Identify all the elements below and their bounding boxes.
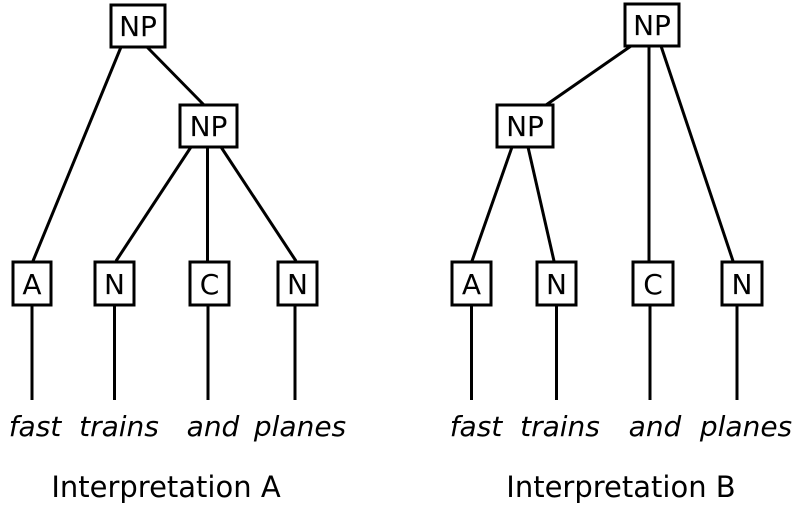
edge-root-to-a (31, 46, 123, 262)
word-trains: trains (79, 410, 159, 443)
node-label-a: A (462, 268, 481, 301)
edge-root-to-np2 (145, 45, 206, 107)
node-label-inner-np: NP (190, 110, 228, 143)
node-box-n1 (535, 260, 578, 307)
edge-root-to-np2 (545, 44, 632, 107)
node-box-root-np (109, 3, 167, 49)
word-and: and (187, 410, 240, 443)
node-label-n2: N (287, 268, 308, 301)
edge-np2-to-n2 (219, 146, 298, 262)
edge-root-to-n2 (659, 45, 735, 262)
word-trains: trains (520, 410, 600, 443)
edge-np2-to-n1 (526, 146, 556, 262)
node-label-c: C (643, 268, 663, 301)
node-box-inner-np (178, 103, 239, 149)
word-fast: fast (450, 410, 504, 443)
edge-np2-to-n1 (114, 146, 193, 262)
word-and: and (629, 410, 682, 443)
node-box-root-np (623, 2, 681, 48)
node-box-n2 (276, 260, 319, 307)
word-planes: planes (699, 410, 792, 443)
node-box-n1 (93, 260, 136, 307)
edge-np2-to-a (470, 146, 514, 262)
caption-interpretation-b: Interpretation B (506, 470, 735, 504)
node-box-inner-np (495, 103, 555, 149)
node-label-a: A (22, 268, 41, 301)
node-label-c: C (200, 268, 220, 301)
node-box-n2 (720, 260, 764, 307)
node-label-n1: N (104, 268, 125, 301)
tree-interpretation-a: NP NP A N C N fast trains and planes Int… (9, 3, 346, 504)
caption-interpretation-a: Interpretation A (51, 470, 281, 504)
word-fast: fast (9, 410, 63, 443)
node-box-c (631, 260, 675, 307)
word-planes: planes (253, 410, 346, 443)
node-box-a (11, 260, 53, 307)
node-box-c (188, 260, 231, 307)
tree-interpretation-b: NP NP A N C N fast trains and planes Int… (450, 2, 792, 504)
node-label-n2: N (732, 268, 753, 301)
node-label-n1: N (546, 268, 567, 301)
node-box-a (450, 260, 493, 307)
node-label-inner-np: NP (506, 110, 544, 143)
node-label-root-np: NP (633, 9, 671, 42)
node-label-root-np: NP (119, 10, 157, 43)
